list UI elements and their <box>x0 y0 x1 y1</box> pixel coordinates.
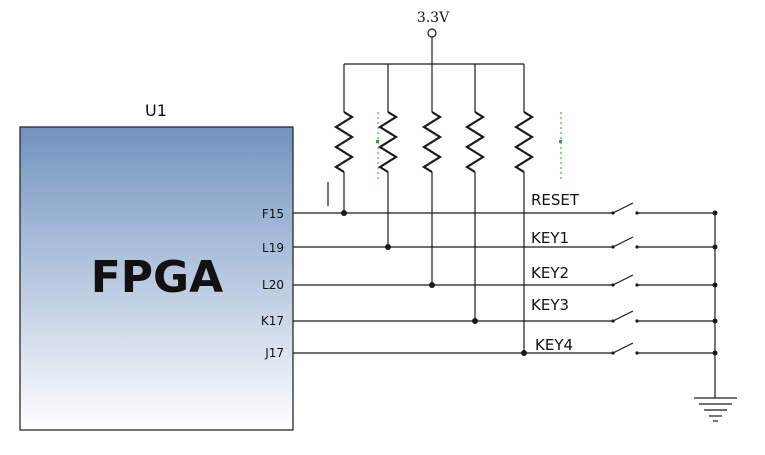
chip-body <box>19 126 294 431</box>
pin-label: F15 <box>262 207 284 221</box>
signal-row-3: L20 KEY2 <box>262 264 718 292</box>
fpga-chip: U1 FPGA <box>19 101 294 431</box>
key-label: RESET <box>531 191 580 209</box>
signal-row-2: L19 KEY1 <box>262 229 718 255</box>
push-switch <box>611 310 639 323</box>
signal-row-1: F15 RESET <box>262 191 718 221</box>
resistor-3 <box>421 64 443 288</box>
push-switch <box>611 274 639 287</box>
signal-row-4: K17 KEY3 <box>261 296 718 328</box>
signal-row-5: J17 KEY4 <box>264 336 718 360</box>
key-label: KEY2 <box>531 264 569 282</box>
chip-ref-label: U1 <box>145 101 167 120</box>
pin-label: K17 <box>261 314 284 328</box>
resistor-1 <box>333 64 355 216</box>
chip-name: FPGA <box>91 252 223 303</box>
resistor-2 <box>377 64 399 250</box>
push-switch <box>611 202 639 215</box>
layout-markers <box>327 112 562 206</box>
key-label: KEY3 <box>531 296 569 314</box>
push-switch <box>611 342 639 355</box>
key-label: KEY4 <box>535 336 573 354</box>
pin-label: L20 <box>262 278 284 292</box>
pull-up-resistors <box>333 64 535 356</box>
ground-symbol <box>694 213 737 422</box>
resistor-5 <box>513 64 535 356</box>
key-label: KEY1 <box>531 229 569 247</box>
pin-label: J17 <box>264 346 284 360</box>
pin-label: L19 <box>262 241 284 255</box>
power-supply-symbol: 3.3V <box>417 10 450 64</box>
push-switch <box>611 236 639 249</box>
supply-label: 3.3V <box>417 10 450 26</box>
